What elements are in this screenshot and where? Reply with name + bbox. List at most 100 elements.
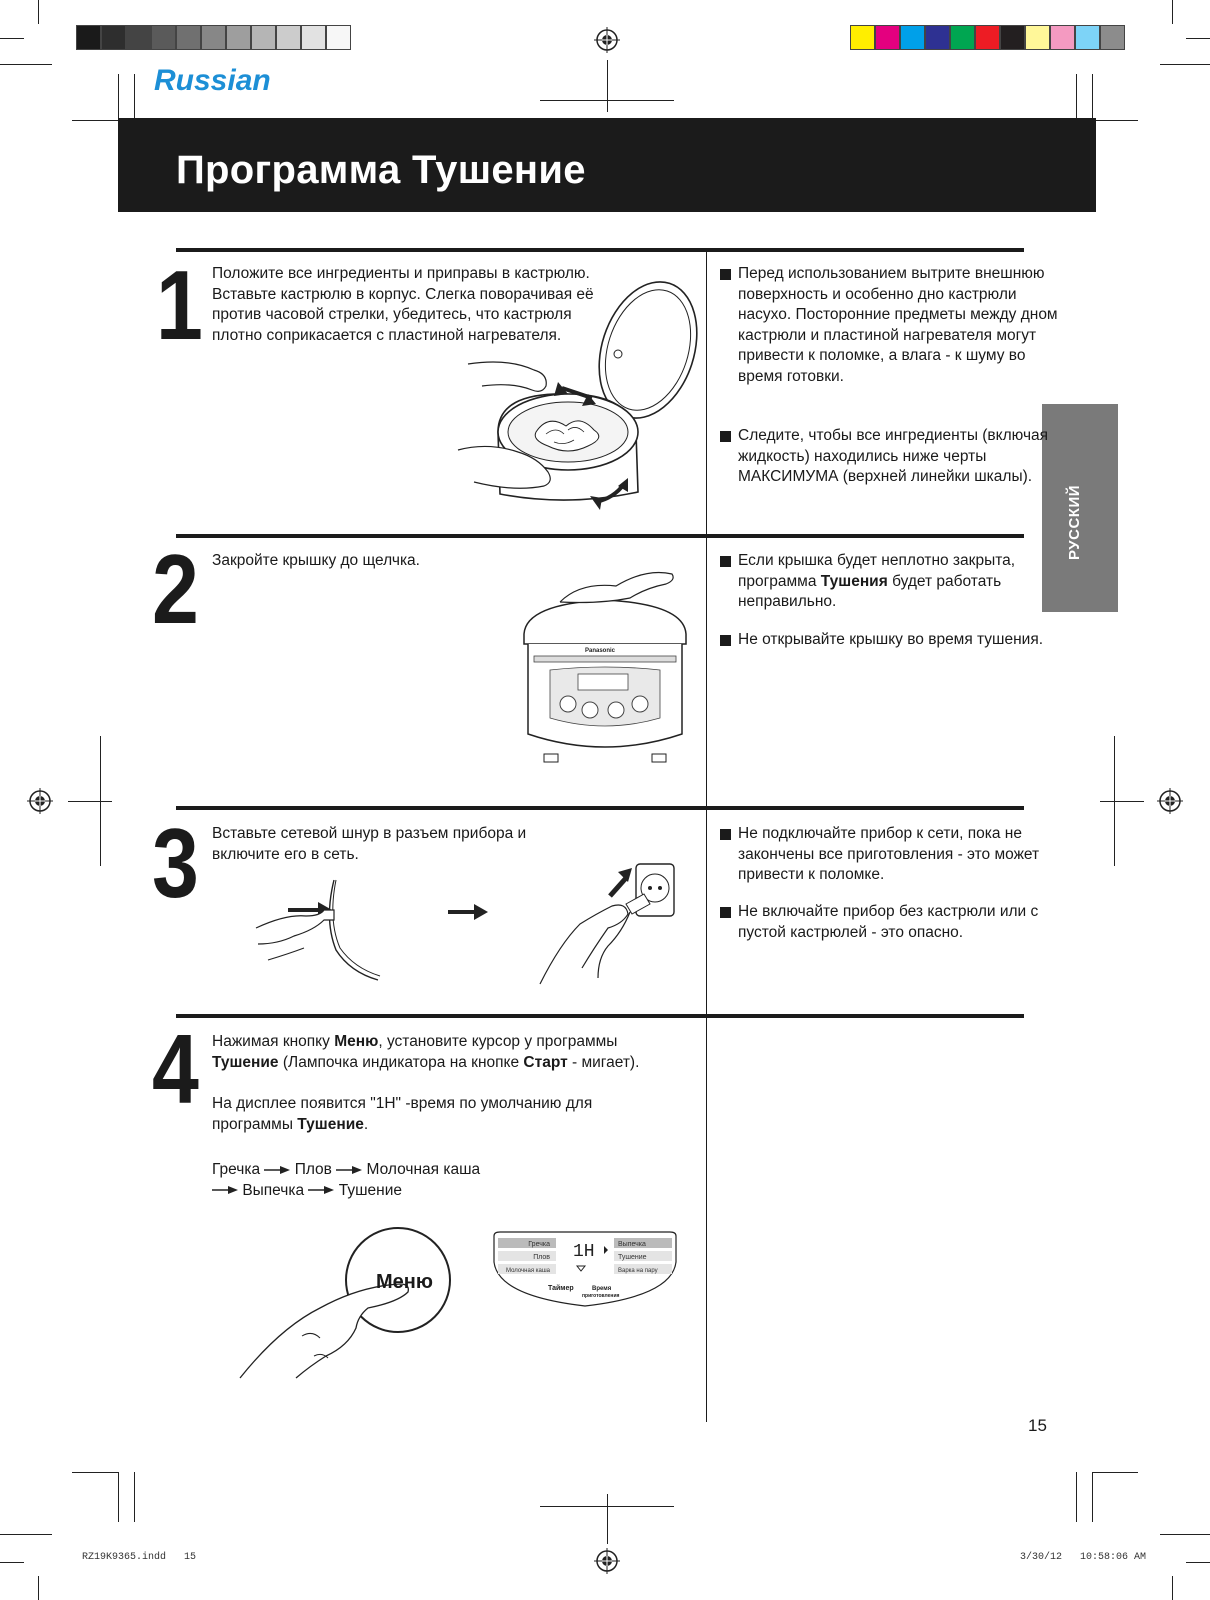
bullet-square-icon: [720, 431, 731, 442]
step-number: 1: [156, 250, 203, 360]
crop-mark: [1186, 1562, 1210, 1563]
footer-timestamp: 3/30/12 10:58:06 AM: [1020, 1552, 1147, 1563]
step2-note: Если крышка будет неплотно закрыта, прог…: [720, 551, 1058, 613]
crop-mark: [1172, 1576, 1173, 1600]
display-label: приготовления: [582, 1293, 620, 1299]
step1-note: Перед использованием вытрите внешнюю пов…: [720, 264, 1058, 387]
registration-mark-icon: [594, 27, 620, 53]
display-label: Варка на пару: [618, 1268, 658, 1274]
display-label: Плов: [533, 1254, 550, 1261]
note-text: Не открывайте крышку во время тушения.: [738, 631, 1044, 648]
step3-note: Не подключайте прибор к сети, пока не за…: [720, 824, 1058, 886]
crop-mark: [134, 1472, 135, 1522]
step1-note: Следите, чтобы все ингредиенты (включая …: [720, 426, 1058, 488]
step-instruction: Закройте крышку до щелчка.: [212, 552, 420, 569]
arrow-right-icon: [212, 1186, 238, 1195]
program-name: Гречка: [212, 1161, 261, 1178]
step2-note: Не открывайте крышку во время тушения.: [720, 630, 1058, 651]
program-name: Молочная каша: [366, 1161, 481, 1178]
bullet-square-icon: [720, 556, 731, 567]
step-instruction: Положите все ингредиенты и приправы в ка…: [212, 265, 594, 344]
crop-mark: [38, 1576, 39, 1600]
bullet-square-icon: [720, 829, 731, 840]
program-name: Плов: [294, 1161, 332, 1178]
crop-mark: [1100, 801, 1144, 802]
crop-mark: [1172, 0, 1173, 24]
display-label: Тушение: [618, 1254, 647, 1261]
crop-mark: [607, 1494, 608, 1544]
step-number: 4: [152, 1014, 199, 1124]
menu-button-label: Меню: [376, 1271, 433, 1293]
crop-mark: [72, 1472, 118, 1473]
step-divider: [176, 1014, 1024, 1018]
page-number: 15: [1028, 1416, 1047, 1435]
footer-file-info: RZ19K9365.indd 15: [82, 1552, 197, 1563]
column-divider: [706, 250, 707, 1422]
program-sequence: Гречка Плов Молочная каша Выпечка Тушени…: [212, 1160, 632, 1201]
crop-mark: [118, 74, 119, 118]
display-readout: 1H: [573, 1242, 595, 1262]
display-label: Молочная каша: [506, 1268, 551, 1274]
step-divider: [176, 534, 1024, 538]
crop-mark: [1092, 1472, 1093, 1522]
crop-mark: [134, 74, 135, 118]
crop-mark: [1076, 74, 1077, 118]
process-color-bar: [850, 25, 1125, 52]
plug-into-cooker-illustration: [255, 879, 381, 981]
side-tab-label: РУССКИЙ: [1066, 484, 1083, 560]
crop-mark: [1186, 38, 1210, 39]
menu-button-press-illustration: Меню: [239, 1227, 451, 1379]
crop-mark: [1160, 1534, 1210, 1535]
arrow-right-icon: [264, 1165, 291, 1174]
language-side-tab: РУССКИЙ: [1042, 404, 1118, 612]
note-text: Не подключайте прибор к сети, пока не за…: [738, 825, 1040, 883]
step3-note: Не включайте прибор без кастрюли или с п…: [720, 902, 1058, 943]
registration-mark-icon: [27, 788, 53, 814]
bullet-square-icon: [720, 269, 731, 280]
step-divider: [176, 248, 1024, 252]
step-number: 2: [152, 534, 199, 644]
title-bar: Программа Тушение: [118, 118, 1096, 212]
arrow-right-icon: [336, 1165, 363, 1174]
plug-into-wall-outlet-illustration: [539, 863, 675, 985]
device-brand-label: Panasonic: [585, 648, 616, 654]
control-panel-display: Гречка Плов Молочная каша Выпечка Тушени…: [493, 1231, 677, 1307]
program-name: Тушение: [338, 1181, 402, 1199]
crop-mark: [1092, 74, 1093, 118]
rice-cooker-open-lid-illustration: [457, 281, 698, 510]
note-text: Перед использованием вытрите внешнюю пов…: [738, 265, 1058, 385]
step-divider: [176, 806, 1024, 810]
display-label: Время: [592, 1286, 612, 1292]
crop-mark: [72, 120, 118, 121]
crop-mark: [118, 1472, 119, 1522]
step-instruction: Вставьте сетевой шнур в разъем прибора и…: [212, 825, 527, 863]
crop-mark: [1092, 120, 1138, 121]
display-label: Гречка: [528, 1241, 550, 1248]
crop-mark: [0, 38, 24, 39]
bullet-square-icon: [720, 635, 731, 646]
page-title: Программа Тушение: [176, 148, 586, 192]
crop-mark: [0, 1534, 52, 1535]
crop-mark: [1092, 1472, 1138, 1473]
step-display-note: На дисплее появится "1H" -время по умолч…: [212, 1095, 593, 1133]
crop-mark: [1076, 1472, 1077, 1522]
crop-mark: [0, 1562, 24, 1563]
gray-color-bar: [76, 25, 351, 52]
crop-mark: [68, 801, 112, 802]
arrow-right-icon: [448, 904, 488, 920]
crop-mark: [1160, 64, 1210, 65]
step-instruction: Нажимая кнопку Меню, установите курсор у…: [212, 1033, 640, 1071]
arrow-right-icon: [308, 1186, 335, 1195]
note-text: Следите, чтобы все ингредиенты (включая …: [738, 427, 1049, 485]
crop-mark: [607, 60, 608, 112]
note-text: Не включайте прибор без кастрюли или с п…: [738, 903, 1039, 941]
display-label: Таймер: [548, 1284, 574, 1292]
crop-mark: [0, 64, 52, 65]
bullet-square-icon: [720, 907, 731, 918]
language-label: Russian: [154, 64, 271, 97]
step-number: 3: [152, 808, 199, 918]
program-name: Выпечка: [242, 1181, 305, 1199]
display-label: Выпечка: [618, 1241, 646, 1248]
rice-cooker-closed-illustration: Panasonic: [523, 571, 687, 763]
crop-mark: [38, 0, 39, 24]
